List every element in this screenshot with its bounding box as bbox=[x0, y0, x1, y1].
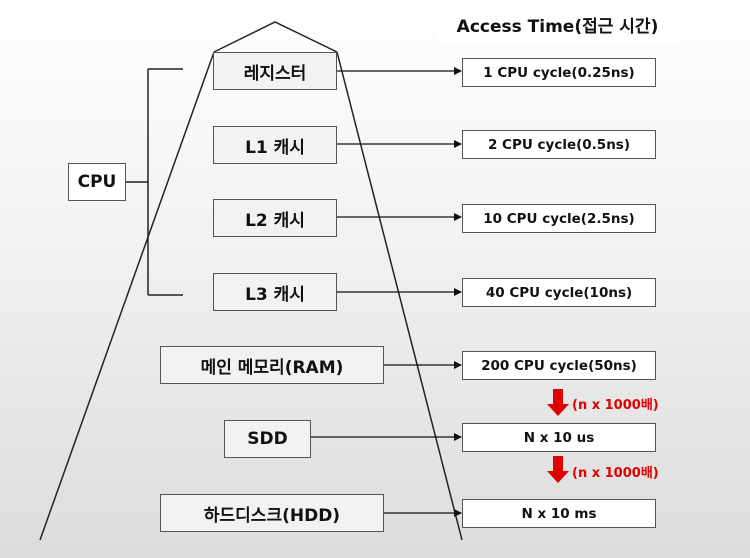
red-arrow-1 bbox=[547, 389, 569, 416]
pyramid-outline bbox=[39, 21, 463, 541]
level-l2-cache: L2 캐시 bbox=[213, 199, 337, 237]
level-l1-cache: L1 캐시 bbox=[213, 126, 337, 164]
time-main-memory: 200 CPU cycle(50ns) bbox=[462, 351, 656, 380]
time-sdd: N x 10 us bbox=[462, 423, 656, 452]
multiplier-label-2: (n x 1000배) bbox=[572, 466, 659, 481]
cpu-box: CPU bbox=[68, 163, 126, 201]
cpu-bracket bbox=[126, 68, 183, 296]
time-l1-cache: 2 CPU cycle(0.5ns) bbox=[462, 130, 656, 159]
level-main-memory: 메인 메모리(RAM) bbox=[160, 346, 384, 384]
time-hdd: N x 10 ms bbox=[462, 499, 656, 528]
level-register: 레지스터 bbox=[213, 52, 337, 90]
time-l3-cache: 40 CPU cycle(10ns) bbox=[462, 278, 656, 307]
level-sdd: SDD bbox=[224, 420, 311, 458]
level-l3-cache: L3 캐시 bbox=[213, 273, 337, 311]
connector-arrows bbox=[311, 67, 462, 517]
multiplier-label-1: (n x 1000배) bbox=[572, 398, 659, 413]
red-down-arrows bbox=[547, 389, 569, 483]
level-hdd: 하드디스크(HDD) bbox=[160, 494, 384, 532]
time-register: 1 CPU cycle(0.25ns) bbox=[462, 58, 656, 87]
red-arrow-2 bbox=[547, 456, 569, 483]
access-time-header: Access Time(접근 시간) bbox=[435, 6, 680, 42]
time-l2-cache: 10 CPU cycle(2.5ns) bbox=[462, 204, 656, 233]
